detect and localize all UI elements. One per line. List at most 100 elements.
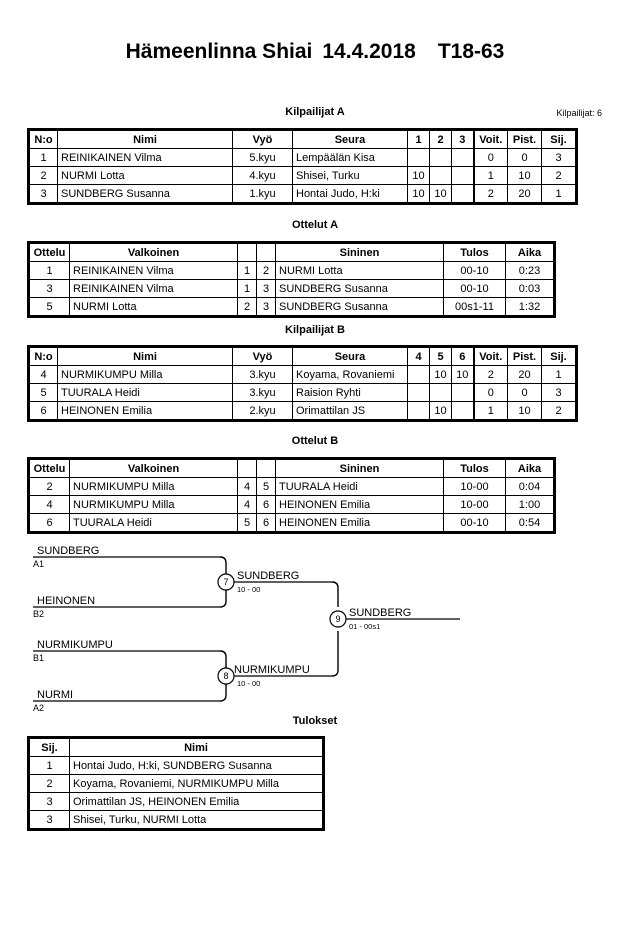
cell-voit: 1 xyxy=(472,401,508,420)
table-row: 1 REINIKAINEN Vilma 1 2 NURMI Lotta 00-1… xyxy=(29,261,554,280)
cell-nimi: Orimattilan JS, HEINONEN Emilia xyxy=(69,792,323,811)
table-header-row: Ottelu Valkoinen Sininen Tulos Aika xyxy=(29,243,554,262)
bracket-final-score: 01 - 00s1 xyxy=(349,622,380,631)
cell-valkoinen: REINIKAINEN Vilma xyxy=(69,261,238,280)
cell-vyo: 5.kyu xyxy=(232,148,293,167)
cell-m6 xyxy=(451,401,474,420)
cell-valkoinen: REINIKAINEN Vilma xyxy=(69,279,238,298)
cell-m2 xyxy=(429,166,452,185)
cell-sij: 3 xyxy=(541,148,576,167)
cell-nimi: Shisei, Turku, NURMI Lotta xyxy=(69,810,323,829)
col-blue-no xyxy=(256,459,276,478)
cell-no: 5 xyxy=(29,383,58,402)
col-blue-no xyxy=(256,243,276,262)
col-vyo: Vyö xyxy=(232,347,293,366)
cell-pist: 10 xyxy=(507,401,542,420)
cell-voit: 2 xyxy=(472,365,508,384)
col-pist: Pist. xyxy=(507,130,542,149)
cell-voit: 1 xyxy=(472,166,508,185)
bracket-entry-name-4: NURMI xyxy=(37,689,73,701)
matches-a-caption: Ottelut A xyxy=(291,219,339,231)
bracket-entry-name-3: NURMIKUMPU xyxy=(37,639,113,651)
cell-no: 4 xyxy=(29,365,58,384)
table-row: 1 Hontai Judo, H:ki, SUNDBERG Susanna xyxy=(29,756,323,775)
cell-valkoinen: NURMIKUMPU Milla xyxy=(69,477,238,496)
col-valkoinen: Valkoinen xyxy=(69,243,238,262)
table-header-row: N:o Nimi Vyö Seura 4 5 6 Voit. Pist. Sij… xyxy=(29,347,576,366)
cell-voit: 0 xyxy=(472,148,508,167)
col-valkoinen: Valkoinen xyxy=(69,459,238,478)
cell-ottelu: 3 xyxy=(29,279,70,298)
cell-blue-no: 3 xyxy=(256,279,276,298)
cell-aika: 0:03 xyxy=(505,279,554,298)
cell-white-no: 4 xyxy=(237,477,257,496)
bracket-join-top-2 xyxy=(219,588,227,608)
bracket-match-node-9 xyxy=(329,610,347,628)
cell-vyo: 3.kyu xyxy=(232,383,293,402)
table-row: 1 REINIKAINEN Vilma 5.kyu Lempäälän Kisa… xyxy=(29,148,576,167)
cell-seura: Orimattilan JS xyxy=(292,401,408,420)
cell-tulos: 10-00 xyxy=(443,477,506,496)
bracket-entry-seed-3: B1 xyxy=(33,653,44,663)
col-sij: Sij. xyxy=(541,347,576,366)
matches-b-table: Ottelu Valkoinen Sininen Tulos Aika 2 NU… xyxy=(27,457,556,534)
table-row: 4 NURMIKUMPU Milla 3.kyu Koyama, Rovanie… xyxy=(29,365,576,384)
cell-aika: 1:32 xyxy=(505,297,554,316)
cell-sij: 2 xyxy=(541,166,576,185)
cell-sininen: HEINONEN Emilia xyxy=(275,495,444,514)
cell-sininen: SUNDBERG Susanna xyxy=(275,297,444,316)
cell-tulos: 00-10 xyxy=(443,279,506,298)
competitors-count: Kilpailijat: 6 xyxy=(556,108,602,118)
bracket-join-bot-2 xyxy=(219,682,227,702)
cell-m3 xyxy=(451,148,474,167)
bracket-entry-seed-1: A1 xyxy=(33,559,44,569)
cell-valkoinen: NURMIKUMPU Milla xyxy=(69,495,238,514)
cell-no: 3 xyxy=(29,184,58,203)
table-row: 3 Shisei, Turku, NURMI Lotta xyxy=(29,810,323,829)
bracket-entry-seed-2: B2 xyxy=(33,609,44,619)
cell-m3 xyxy=(451,166,474,185)
bracket-join-final-1 xyxy=(331,581,339,607)
table-row: 6 TUURALA Heidi 5 6 HEINONEN Emilia 00-1… xyxy=(29,513,554,532)
col-m6: 6 xyxy=(451,347,474,366)
cell-seura: Raision Ryhti xyxy=(292,383,408,402)
col-m1: 1 xyxy=(407,130,430,149)
cell-ottelu: 6 xyxy=(29,513,70,532)
cell-m2: 10 xyxy=(429,184,452,203)
cell-nimi: NURMI Lotta xyxy=(57,166,233,185)
cell-no: 6 xyxy=(29,401,58,420)
cell-pist: 0 xyxy=(507,148,542,167)
table-row: 2 Koyama, Rovaniemi, NURMIKUMPU Milla xyxy=(29,774,323,793)
cell-pist: 0 xyxy=(507,383,542,402)
cell-sininen: TUURALA Heidi xyxy=(275,477,444,496)
col-voit: Voit. xyxy=(472,130,508,149)
col-tulos: Tulos xyxy=(443,459,506,478)
cell-tulos: 00-10 xyxy=(443,261,506,280)
col-nimi: Nimi xyxy=(57,347,233,366)
results-table: Sij. Nimi 1 Hontai Judo, H:ki, SUNDBERG … xyxy=(27,736,325,831)
matches-a-table: Ottelu Valkoinen Sininen Tulos Aika 1 RE… xyxy=(27,241,556,318)
cell-aika: 0:04 xyxy=(505,477,554,496)
bracket-match-node-8 xyxy=(217,667,235,685)
cell-ottelu: 4 xyxy=(29,495,70,514)
cell-sij: 3 xyxy=(541,383,576,402)
title-category: T18-63 xyxy=(437,40,505,63)
cell-m3 xyxy=(451,184,474,203)
col-m2: 2 xyxy=(429,130,452,149)
cell-m1 xyxy=(407,148,430,167)
cell-sij: 1 xyxy=(541,365,576,384)
table-row: 2 NURMI Lotta 4.kyu Shisei, Turku 10 1 1… xyxy=(29,166,576,185)
cell-m5: 10 xyxy=(429,365,452,384)
col-m5: 5 xyxy=(429,347,452,366)
col-tulos: Tulos xyxy=(443,243,506,262)
cell-white-no: 1 xyxy=(237,261,257,280)
col-m4: 4 xyxy=(407,347,430,366)
cell-m1: 10 xyxy=(407,184,430,203)
col-m3: 3 xyxy=(451,130,474,149)
cell-white-no: 4 xyxy=(237,495,257,514)
col-white-no xyxy=(237,243,257,262)
table-row: 5 NURMI Lotta 2 3 SUNDBERG Susanna 00s1-… xyxy=(29,297,554,316)
cell-pist: 10 xyxy=(507,166,542,185)
cell-pist: 20 xyxy=(507,365,542,384)
